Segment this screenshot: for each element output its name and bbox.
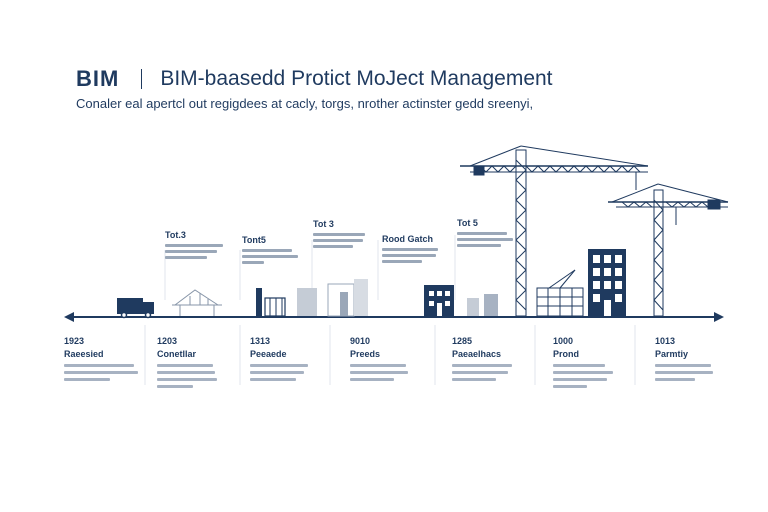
text-placeholder-line xyxy=(313,245,353,248)
text-placeholder-line xyxy=(382,260,422,263)
top-label-2: Tont5 xyxy=(242,235,300,267)
page-subtitle: Conaler eal apertcl out regigdees at cac… xyxy=(76,96,534,111)
text-placeholder-line xyxy=(313,233,365,236)
timeline-milestone-2: 1203 Conetllar xyxy=(157,336,247,392)
text-placeholder-line xyxy=(313,239,363,242)
text-placeholder-line xyxy=(553,371,613,374)
header: BIM BIM-baasedd Protict MoJect Managemen… xyxy=(76,64,553,94)
top-label-title: Tot 3 xyxy=(313,219,334,229)
text-placeholder-line xyxy=(64,378,110,381)
top-label-3: Tot 3 xyxy=(313,219,371,251)
milestone-year: 9010 xyxy=(350,336,371,346)
top-label-title: Rood Gatch xyxy=(382,234,433,244)
text-placeholder-line xyxy=(165,256,207,259)
header-divider xyxy=(141,69,143,89)
text-placeholder-line xyxy=(350,364,406,367)
factory-icon xyxy=(256,288,286,317)
milestone-year: 1285 xyxy=(452,336,473,346)
text-placeholder-line xyxy=(457,232,507,235)
text-placeholder-line xyxy=(157,364,213,367)
text-placeholder-line xyxy=(157,385,193,388)
text-placeholder-line xyxy=(553,364,605,367)
text-placeholder-line xyxy=(452,371,508,374)
page-title: BIM-baasedd Protict MoJect Management xyxy=(160,67,553,90)
milestone-name: Preeds xyxy=(350,349,381,359)
office-building-icon xyxy=(297,279,368,317)
text-placeholder-line xyxy=(157,378,217,381)
top-label-5: Tot 5 xyxy=(457,218,515,250)
timeline-left-arrow xyxy=(64,312,74,322)
small-grey-building-icon xyxy=(467,294,498,316)
scaffold-building-icon xyxy=(536,269,584,317)
brand-logo: BIM xyxy=(76,66,120,91)
milestone-name: Conetllar xyxy=(157,349,197,359)
milestone-name: Paeaelhacs xyxy=(452,349,502,359)
text-placeholder-line xyxy=(553,378,607,381)
timeline-milestone-5: 1285 Paeaelhacs xyxy=(452,336,542,385)
text-placeholder-line xyxy=(457,238,513,241)
milestone-name: Raeesied xyxy=(64,349,104,359)
text-placeholder-line xyxy=(250,371,304,374)
text-placeholder-line xyxy=(655,371,713,374)
timeline-milestone-3: 1313 Peeaede xyxy=(250,336,340,385)
text-placeholder-line xyxy=(165,250,217,253)
text-placeholder-line xyxy=(553,385,587,388)
top-label-title: Tot 5 xyxy=(457,218,478,228)
milestone-year: 1923 xyxy=(64,336,85,346)
text-placeholder-line xyxy=(655,378,695,381)
text-placeholder-line xyxy=(242,255,298,258)
timeline-right-arrow xyxy=(714,312,724,322)
milestone-name: Prond xyxy=(553,349,579,359)
timeline-milestone-6: 1000 Prond xyxy=(553,336,643,392)
text-placeholder-line xyxy=(242,261,264,264)
timeline-milestone-1: 1923 Raeesied xyxy=(64,336,154,385)
text-placeholder-line xyxy=(382,248,438,251)
tower-crane-icon xyxy=(460,145,649,317)
text-placeholder-line xyxy=(382,254,436,257)
milestone-year: 1000 xyxy=(553,336,574,346)
text-placeholder-line xyxy=(64,364,134,367)
text-placeholder-line xyxy=(157,371,215,374)
text-placeholder-line xyxy=(457,244,501,247)
tall-building-icon xyxy=(588,249,626,316)
text-placeholder-line xyxy=(165,244,223,247)
text-placeholder-line xyxy=(452,378,496,381)
timeline-dividers xyxy=(144,235,636,385)
milestone-name: Peeaede xyxy=(250,349,287,359)
top-label-1: Tot.3 xyxy=(165,230,225,262)
timeline-milestone-7: 1013 Parmtiy xyxy=(655,336,745,385)
house-building-icon xyxy=(424,285,454,316)
milestone-year: 1013 xyxy=(655,336,676,346)
tower-crane-icon-2 xyxy=(608,183,729,317)
top-label-title: Tot.3 xyxy=(165,230,186,240)
text-placeholder-line xyxy=(242,249,292,252)
text-placeholder-line xyxy=(350,371,408,374)
timeline-milestone-4: 9010 Preeds xyxy=(350,336,440,385)
truck-icon xyxy=(117,298,154,319)
milestone-year: 1203 xyxy=(157,336,178,346)
bridge-structure-icon xyxy=(172,289,222,316)
top-label-title: Tont5 xyxy=(242,235,266,245)
text-placeholder-line xyxy=(250,378,296,381)
text-placeholder-line xyxy=(250,364,308,367)
text-placeholder-line xyxy=(64,371,138,374)
top-label-4: Rood Gatch xyxy=(382,234,442,266)
milestone-year: 1313 xyxy=(250,336,271,346)
text-placeholder-line xyxy=(350,378,394,381)
text-placeholder-line xyxy=(655,364,711,367)
text-placeholder-line xyxy=(452,364,512,367)
milestone-name: Parmtiy xyxy=(655,349,689,359)
